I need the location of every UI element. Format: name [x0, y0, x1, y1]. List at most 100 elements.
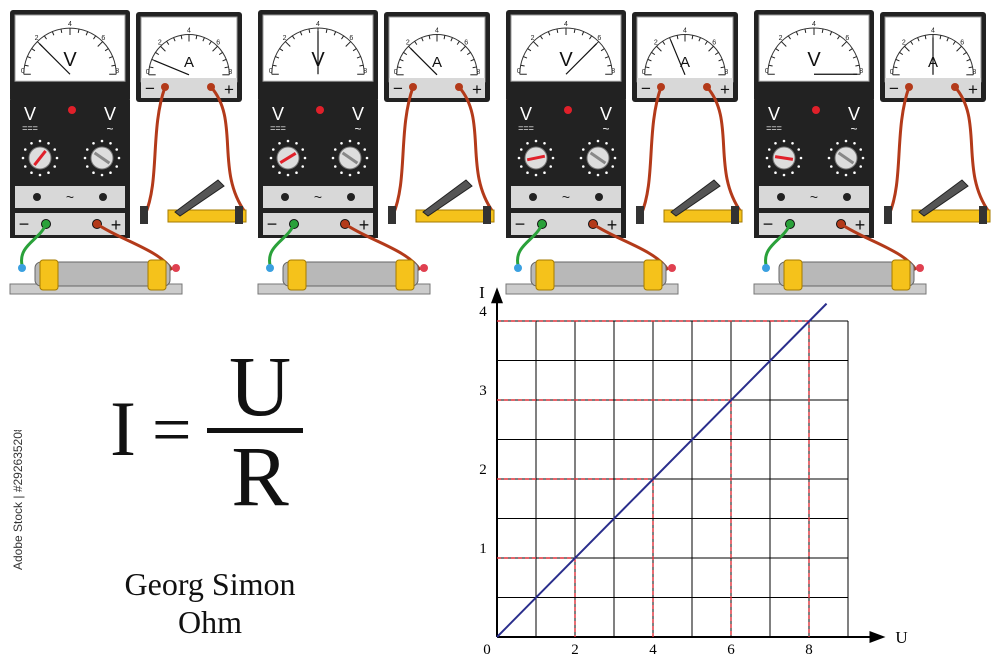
meter-tick [581, 31, 585, 36]
meter-needle [39, 43, 71, 75]
meter-tick-label: 4 [187, 27, 191, 34]
name-line-1: Georg Simon [124, 566, 296, 602]
meter-tick-label: 6 [845, 35, 849, 42]
ammeter-plus-label: + [472, 80, 482, 99]
meter-tick-label: 6 [216, 40, 220, 47]
meter-needle [565, 43, 597, 75]
switch-post [979, 206, 987, 224]
meter-tick-label: 8 [724, 69, 728, 76]
meter-tick [573, 28, 576, 33]
meter-tick [662, 40, 666, 45]
y-tick-label: 3 [479, 383, 487, 399]
wire [953, 86, 991, 213]
knob-dot [829, 165, 833, 168]
meter-tick [97, 41, 104, 47]
supply-ac-symbol: ~ [354, 122, 361, 136]
knob-dot [117, 156, 121, 160]
ammeter-minus-label: − [393, 79, 403, 98]
rheostat-terminal [266, 264, 274, 272]
output-ac-symbol: ~ [66, 189, 74, 205]
meter-tick-label: 2 [654, 40, 658, 47]
meter-tick [111, 64, 116, 67]
meter-tick-label: 4 [316, 21, 320, 28]
meter-tick-label: 0 [146, 69, 150, 76]
rheostat-slider [643, 259, 663, 291]
knob-dot [333, 148, 337, 151]
meter-tick-label: 4 [68, 21, 72, 28]
wire [20, 223, 48, 266]
meter-tick [359, 64, 364, 67]
meter-tick [166, 40, 170, 45]
meter-tick-label: 0 [890, 69, 894, 76]
meter-tick [523, 56, 528, 59]
meter-tick [520, 64, 525, 67]
output-jack [777, 193, 785, 201]
y-tick-label: 2 [479, 462, 487, 478]
knob-dot [543, 171, 546, 175]
wire [143, 86, 167, 216]
indicator-led [68, 106, 76, 114]
switch-post [731, 206, 739, 224]
rheostat-terminal [420, 264, 428, 272]
formula-equals: = [152, 392, 191, 469]
supply-output-panel [759, 186, 869, 208]
meter-tick [466, 51, 471, 56]
output-jack [99, 193, 107, 201]
knob-dot [55, 156, 59, 160]
wire [887, 86, 911, 216]
knob-dot [115, 165, 119, 168]
knob-dot [303, 156, 307, 160]
meter-tick-label: 2 [531, 35, 535, 42]
meter-tick [155, 51, 160, 56]
rheostat-terminal [172, 264, 180, 272]
rheostat-slider [395, 259, 415, 291]
knob-pointer [33, 150, 47, 166]
meter-tick-label: 8 [228, 69, 232, 76]
meter-tick-label: 4 [812, 21, 816, 28]
meter-unit-label: A [184, 54, 194, 71]
meter-tick [904, 45, 910, 52]
meter-face [140, 16, 238, 83]
knob-dot [534, 173, 538, 177]
knob-dot [767, 148, 771, 151]
supply-ac-label: V [600, 104, 612, 124]
meter-tick [966, 58, 971, 62]
knob-dot [83, 156, 87, 160]
knob-dot [517, 156, 521, 160]
knob-dot [348, 173, 352, 177]
ammeter-terminal-strip [389, 78, 485, 98]
meter-tick-label: 2 [35, 35, 39, 42]
meter-tick [27, 56, 32, 59]
knob-dot [596, 139, 600, 143]
output-ac-symbol: ~ [562, 189, 570, 205]
knob-dot [278, 171, 281, 175]
wire [705, 86, 743, 213]
meter-tick [356, 56, 361, 59]
knob-dot [100, 139, 104, 143]
wire [516, 223, 544, 266]
rheostat-terminal [916, 264, 924, 272]
knob-dot [85, 165, 89, 168]
rheostat-slider [891, 259, 911, 291]
ammeter-terminal-strip [141, 78, 237, 98]
supply-ac-symbol: ~ [106, 122, 113, 136]
knob-dot [791, 171, 794, 175]
meter-tick-label: 8 [859, 68, 863, 75]
meter-tick [299, 31, 303, 36]
knob-dot [340, 171, 343, 175]
meter-tick [60, 28, 63, 33]
meter-tick [31, 48, 36, 52]
knob-dot [47, 141, 50, 145]
meter-tick [345, 41, 352, 47]
ammeter-minus-label: − [641, 79, 651, 98]
meter-needle [410, 47, 438, 76]
meter-face [14, 14, 126, 82]
meter-tick [160, 45, 166, 52]
knob-dot [836, 141, 839, 145]
meter-tick [718, 58, 723, 62]
rheostat-terminal [668, 264, 676, 272]
output-ac-symbol: ~ [314, 189, 322, 205]
